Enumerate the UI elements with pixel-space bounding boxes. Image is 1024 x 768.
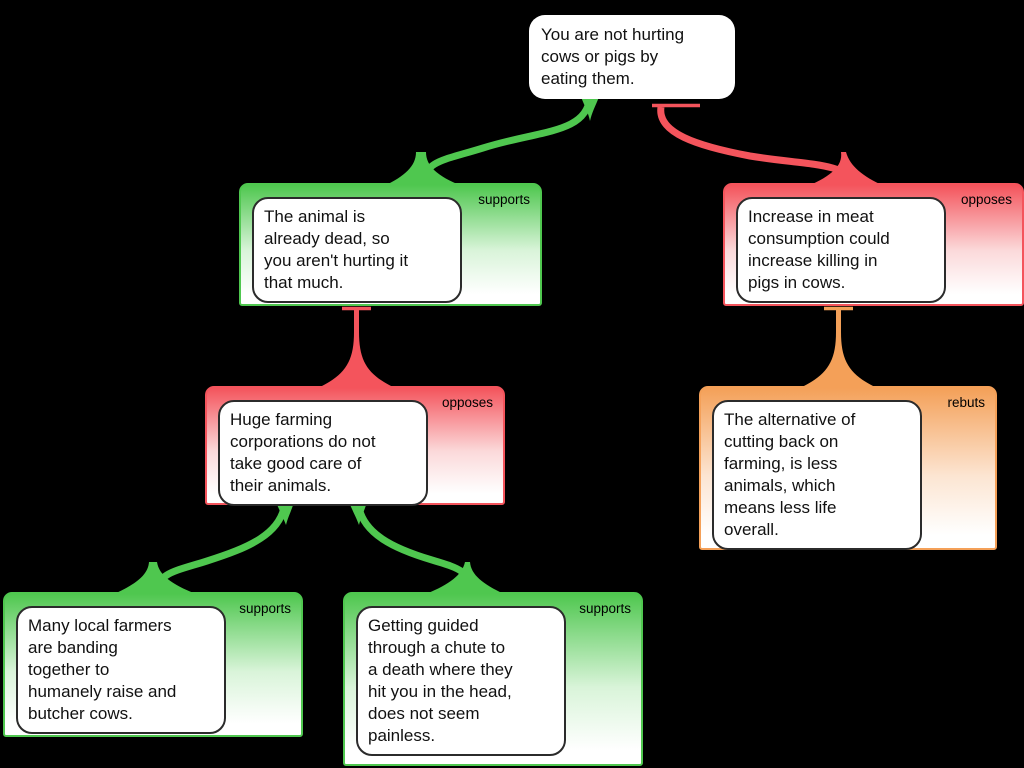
relation-label: supports: [478, 192, 530, 207]
connector-flare-bottom: [384, 152, 462, 186]
connector-flare-top: [581, 97, 599, 121]
argument-bubble[interactable]: The alternative of cutting back on farmi…: [712, 400, 922, 550]
connector-stem: [149, 501, 289, 596]
argument-node-n6-supports[interactable]: Getting guided through a chute to a deat…: [343, 592, 643, 766]
relation-label: opposes: [441, 395, 493, 410]
connector-rebuts-n4-n2: [800, 306, 877, 388]
relation-label: supports: [239, 601, 291, 616]
connector-supports-n6-n3: [349, 501, 504, 595]
connector-stem: [417, 96, 594, 186]
relation-label: supports: [579, 601, 631, 616]
relation-label: rebuts: [947, 395, 985, 410]
argument-bubble[interactable]: Many local farmers are banding together …: [16, 606, 226, 734]
connector-flare-bottom: [426, 562, 504, 594]
argument-bubble[interactable]: Huge farming corporations do not take go…: [218, 400, 428, 506]
argument-node-n5-supports[interactable]: Many local farmers are banding together …: [3, 592, 303, 737]
connector-flare-bottom: [114, 562, 196, 594]
argument-node-n2-opposes[interactable]: Increase in meat consumption could incre…: [723, 183, 1024, 306]
argument-node-n3-opposes[interactable]: Huge farming corporations do not take go…: [205, 386, 505, 506]
connector-supports-n1-root: [384, 96, 599, 186]
connector-stem: [657, 106, 860, 186]
connector-flare-bottom: [318, 332, 395, 388]
argument-bubble[interactable]: The animal is already dead, so you aren'…: [252, 197, 462, 303]
claim-node-root[interactable]: You are not hurting cows or pigs by eati…: [529, 15, 735, 99]
connector-flare-bottom: [800, 332, 877, 388]
connector-opposes-n3-n1: [318, 306, 395, 388]
connector-flare-bottom: [808, 152, 884, 186]
argument-bubble[interactable]: Increase in meat consumption could incre…: [736, 197, 946, 303]
connector-opposes-n2-root: [652, 103, 884, 186]
argument-node-n4-rebuts[interactable]: The alternative of cutting back on farmi…: [699, 386, 997, 550]
argument-node-n1-supports[interactable]: The animal is already dead, so you aren'…: [239, 183, 542, 306]
relation-label: opposes: [960, 192, 1012, 207]
connector-supports-n5-n3: [114, 501, 294, 596]
argument-bubble[interactable]: Getting guided through a chute to a deat…: [356, 606, 566, 756]
